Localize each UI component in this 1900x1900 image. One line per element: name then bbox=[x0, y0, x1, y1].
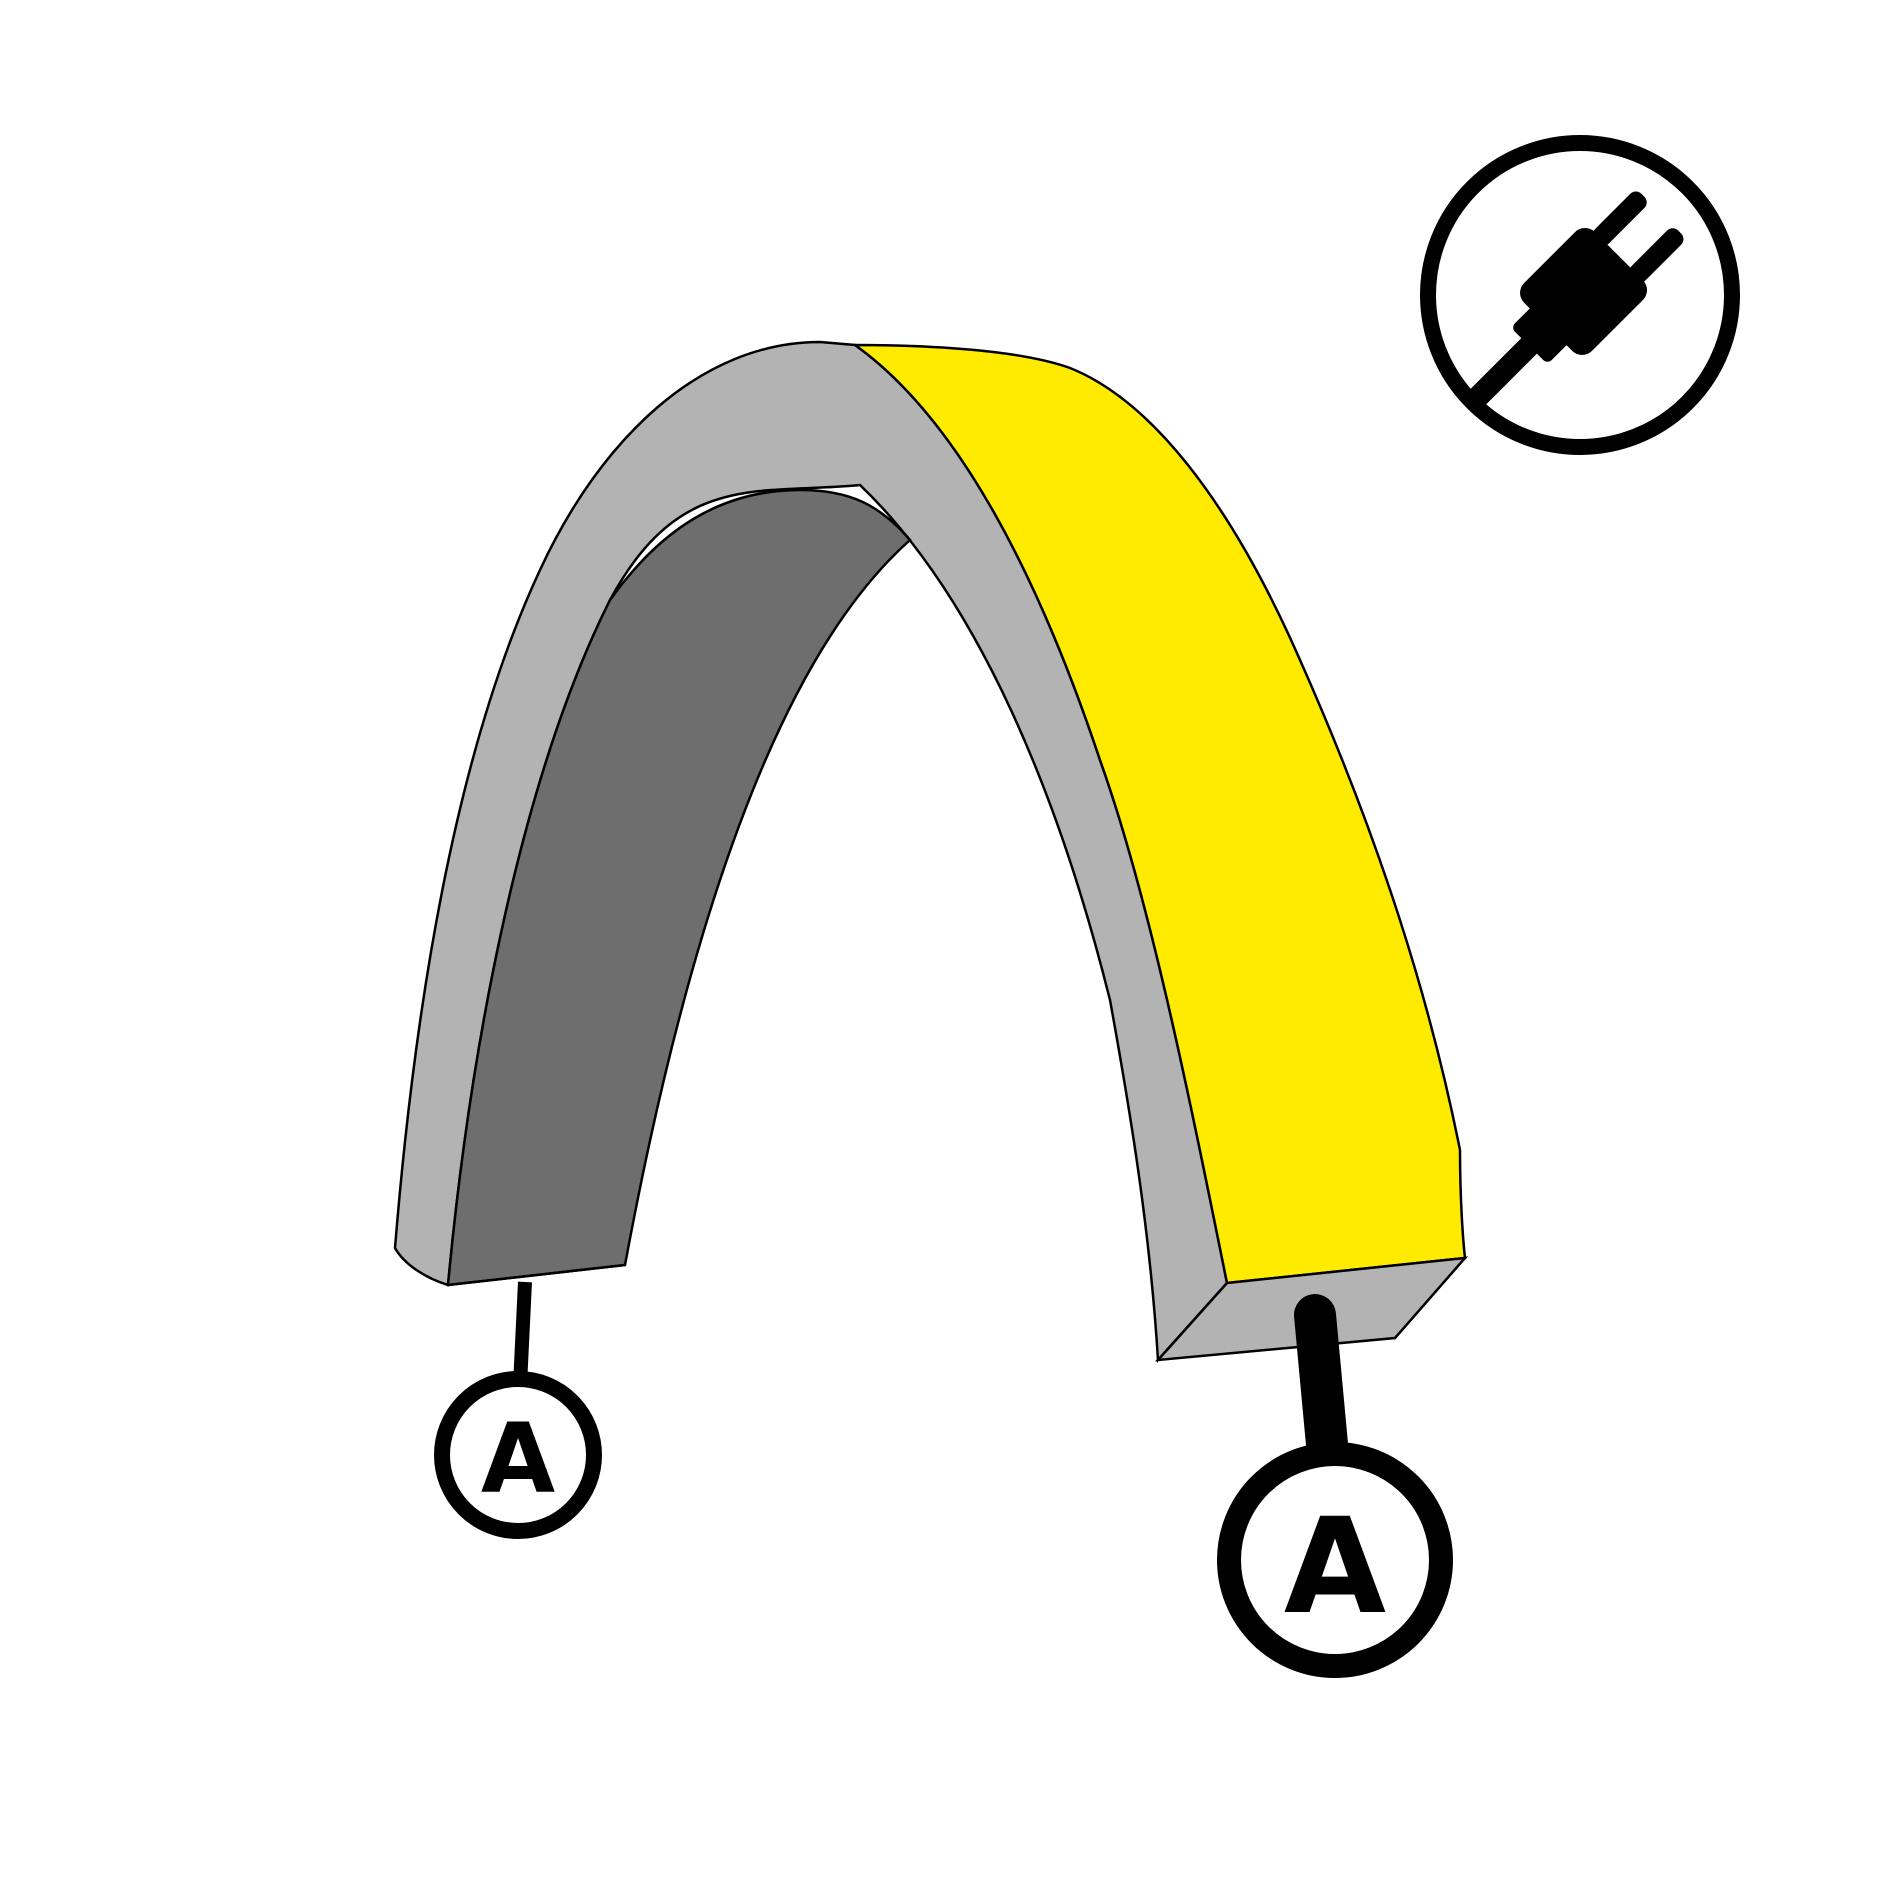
arch-lit-face bbox=[851, 343, 1467, 1285]
power-plug-badge bbox=[1420, 135, 1740, 455]
left-connector-label: A bbox=[481, 1403, 555, 1515]
right-connector-circle bbox=[1217, 1442, 1453, 1678]
right-connector-label: A bbox=[1284, 1490, 1386, 1644]
left-connector: A bbox=[434, 1281, 602, 1539]
left-cable bbox=[513, 1281, 532, 1386]
right-connector: A bbox=[1217, 1294, 1453, 1678]
left-connector-circle bbox=[434, 1371, 602, 1539]
arch-left-end-edge bbox=[447, 1263, 626, 1287]
arch-inner-face bbox=[446, 488, 912, 1287]
plug-icon bbox=[1468, 191, 1684, 407]
right-cable bbox=[1294, 1294, 1349, 1476]
